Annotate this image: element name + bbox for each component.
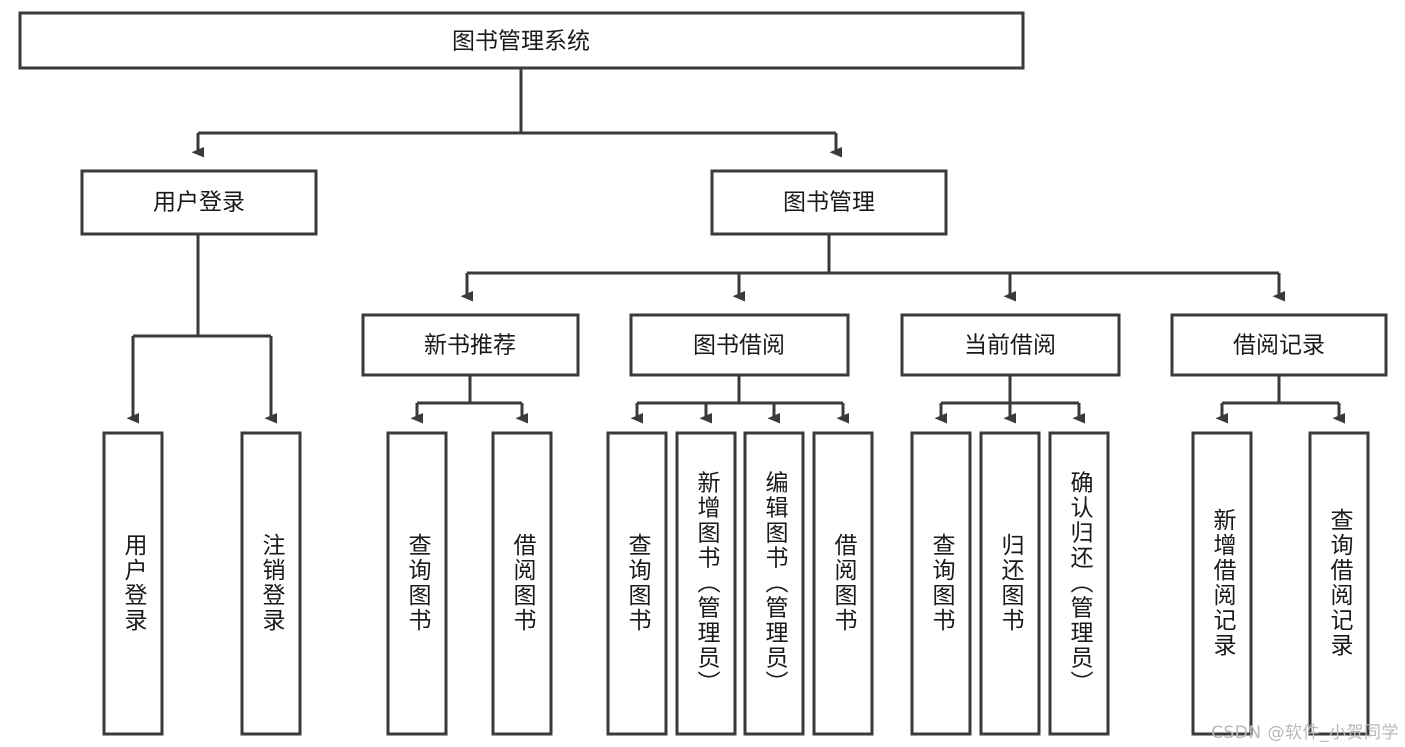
node-leaf-edit-book-box[interactable] [743,431,805,736]
node-leaf-return-book-box[interactable] [979,431,1041,736]
node-leaf-borrow-book-1-box[interactable] [491,431,553,736]
node-leaf-borrow-book-2[interactable]: 借阅图书 [812,431,874,736]
node-leaf-query-book-1-label: 查询图书 [404,533,432,633]
connector-layer [126,68,1345,424]
node-leaf-query-book-2-label: 查询图书 [624,533,652,633]
node-leaf-query-book-2[interactable]: 查询图书 [606,431,668,736]
node-leaf-edit-book[interactable]: 编辑图书（管理员） [743,431,805,736]
node-leaf-add-record-label: 新增借阅记录 [1209,508,1237,658]
node-leaf-logout[interactable]: 注销登录 [240,431,302,736]
node-borrow-record-box[interactable] [1170,313,1388,377]
node-leaf-borrow-book-1-label: 借阅图书 [509,533,537,633]
node-leaf-query-book-1-box[interactable] [386,431,448,736]
node-leaf-edit-book-label: 编辑图书（管理员） [761,471,789,696]
node-leaf-query-record-box[interactable] [1308,431,1370,736]
node-new-book-recommend-box[interactable] [361,313,580,377]
node-leaf-query-record-label: 查询借阅记录 [1326,508,1354,658]
node-book-borrow[interactable]: 图书借阅 [629,313,850,377]
node-leaf-add-record-box[interactable] [1191,431,1253,736]
node-leaf-query-book-1[interactable]: 查询图书 [386,431,448,736]
node-leaf-query-record[interactable]: 查询借阅记录 [1308,431,1370,736]
node-leaf-add-record[interactable]: 新增借阅记录 [1191,431,1253,736]
node-leaf-query-book-3-label: 查询图书 [928,533,956,633]
node-user-login-label: 用户登录 [153,190,245,216]
node-leaf-confirm-return-label: 确认归还（管理员） [1066,471,1094,696]
node-root-label: 图书管理系统 [452,29,590,55]
node-borrow-record[interactable]: 借阅记录 [1170,313,1388,377]
node-leaf-query-book-3[interactable]: 查询图书 [910,431,972,736]
node-leaf-logout-box[interactable] [240,431,302,736]
node-leaf-confirm-return[interactable]: 确认归还（管理员） [1048,431,1110,736]
node-book-borrow-label: 图书借阅 [693,333,785,359]
node-leaf-borrow-book-1[interactable]: 借阅图书 [491,431,553,736]
node-book-borrow-box[interactable] [629,313,850,377]
node-leaf-user-login-box[interactable] [102,431,164,736]
node-current-borrow-label: 当前借阅 [964,333,1056,359]
node-leaf-add-book[interactable]: 新增图书（管理员） [675,431,737,736]
node-leaf-add-book-box[interactable] [675,431,737,736]
node-leaf-logout-label: 注销登录 [258,533,286,633]
node-book-manage[interactable]: 图书管理 [710,169,948,236]
node-user-login-box[interactable] [80,169,318,236]
node-leaf-return-book-label: 归还图书 [997,533,1025,633]
node-book-manage-box[interactable] [710,169,948,236]
node-current-borrow-box[interactable] [900,313,1121,377]
node-new-book-recommend[interactable]: 新书推荐 [361,313,580,377]
node-book-manage-label: 图书管理 [783,190,875,216]
node-user-login[interactable]: 用户登录 [80,169,318,236]
node-leaf-user-login-label: 用户登录 [120,533,148,633]
node-leaf-borrow-book-2-box[interactable] [812,431,874,736]
node-leaf-add-book-label: 新增图书（管理员） [693,471,721,696]
node-leaf-return-book[interactable]: 归还图书 [979,431,1041,736]
node-leaf-user-login[interactable]: 用户登录 [102,431,164,736]
node-leaf-confirm-return-box[interactable] [1048,431,1110,736]
node-leaf-query-book-3-box[interactable] [910,431,972,736]
node-root[interactable]: 图书管理系统 [18,11,1025,70]
node-leaf-borrow-book-2-label: 借阅图书 [830,533,858,633]
node-new-book-recommend-label: 新书推荐 [424,333,516,359]
node-root-box[interactable] [18,11,1025,70]
node-leaf-query-book-2-box[interactable] [606,431,668,736]
node-borrow-record-label: 借阅记录 [1233,333,1325,359]
node-current-borrow[interactable]: 当前借阅 [900,313,1121,377]
